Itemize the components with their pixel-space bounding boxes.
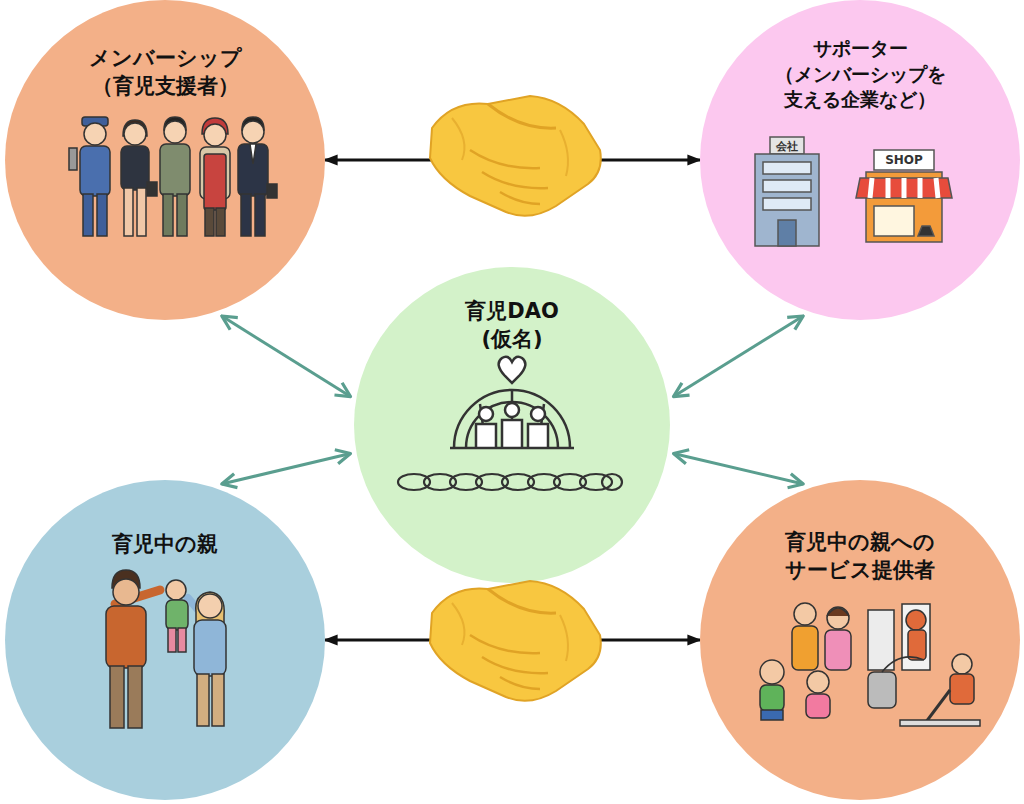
link-arrow — [222, 316, 351, 397]
node-title: 育児DAO (仮名) — [450, 297, 574, 354]
circle-shape — [5, 480, 325, 800]
node-title: 育児中の親 — [60, 530, 270, 558]
circle-shape — [700, 480, 1020, 800]
circle-fill — [5, 480, 325, 800]
circle-node: メンバーシップ （育児支援者） — [5, 0, 325, 320]
sign-label: 会社 — [776, 141, 798, 152]
handshake-icon — [430, 581, 601, 701]
link-arrow — [222, 453, 351, 484]
circle-fill — [700, 0, 1020, 320]
link-arrow — [674, 453, 804, 484]
sign-label: SHOP — [885, 154, 923, 166]
node-title: メンバーシップ （育児支援者） — [60, 44, 270, 101]
circle-fill — [354, 267, 670, 583]
handshake-icon — [430, 96, 601, 216]
node-title: サポーター （メンバーシップを 支える企業など） — [753, 36, 967, 113]
link-arrow — [674, 316, 804, 397]
circle-fill — [700, 480, 1020, 800]
partnership-arrow — [325, 639, 700, 642]
circle-node: サポーター （メンバーシップを 支える企業など） — [700, 0, 1020, 320]
circle-node: 育児DAO (仮名) — [354, 267, 670, 583]
circle-fill — [5, 0, 325, 320]
node-title: 育児中の親への サービス提供者 — [755, 528, 965, 585]
partnership-arrow — [325, 159, 700, 162]
circle-node: 育児中の親への サービス提供者 — [700, 480, 1020, 800]
circle-node: 育児中の親 — [5, 480, 325, 800]
